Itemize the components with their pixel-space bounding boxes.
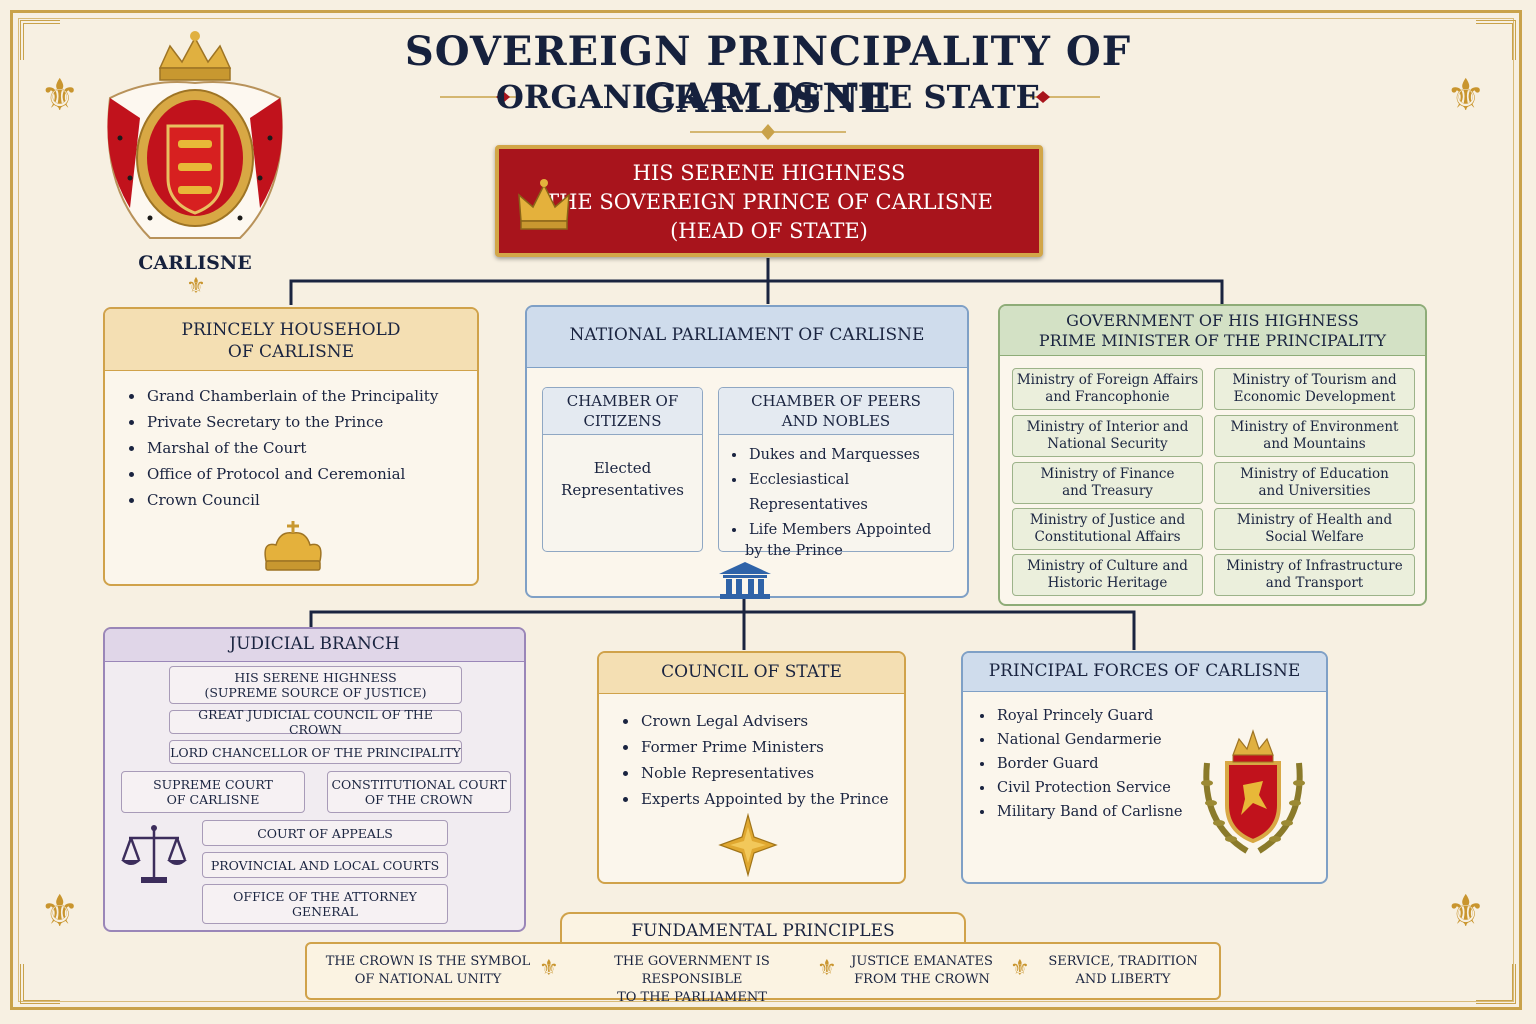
fleur-de-lis-icon: ⚜ [539,956,559,981]
head-of-state-line2: THE SOVEREIGN PRINCE OF CARLISNE [545,190,993,214]
list-item: Life Members Appointed [747,518,953,543]
outer-frame [10,10,1522,1010]
emblem-label: CARLISNE [138,252,252,274]
forces-list: Royal Princely Guard National Gendarmeri… [963,704,1326,824]
coat-of-arms-icon [1197,723,1309,858]
great-judicial-council: GREAT JUDICIAL COUNCIL OF THE CROWN [169,707,462,737]
council-of-state-box: COUNCIL OF STATE Crown Legal Advisers Fo… [597,651,906,884]
list-item: Crown Council [145,487,477,513]
council-header: COUNCIL OF STATE [599,653,904,694]
corner-ornament-br [1476,964,1516,1004]
fleur-de-lis-icon: ⚜ [40,70,80,121]
list-item: Crown Legal Advisers [639,708,904,734]
judicial-hsh: HIS SERENE HIGHNESS(SUPREME SOURCE OF JU… [169,666,462,704]
peers-list: Dukes and Marquesses Ecclesiastical Repr… [719,443,953,543]
corner-ornament-bl [20,964,60,1004]
star-icon [716,813,780,877]
head-of-state-box: HIS SERENE HIGHNESS THE SOVEREIGN PRINCE… [495,145,1043,257]
fleur-de-lis-icon: ⚜ [817,956,837,981]
forces-header: PRINCIPAL FORCES OF CARLISNE [963,653,1326,692]
inner-frame [18,18,1514,1002]
list-item: Ecclesiastical Representatives [747,468,953,518]
corner-ornament-tl [20,20,60,60]
principal-forces-box: PRINCIPAL FORCES OF CARLISNE Royal Princ… [961,651,1328,884]
page-subtitle: ORGANIGRAM OF THE STATE [496,78,1040,116]
lord-chancellor: LORD CHANCELLOR OF THE PRINCIPALITY [169,740,462,764]
council-list: Crown Legal Advisers Former Prime Minist… [599,708,904,812]
fleur-de-lis-icon: ⚜ [1446,70,1486,121]
page-title: SOVEREIGN PRINCIPALITY OF CARLISNE [404,28,1132,122]
provincial-courts: PROVINCIAL AND LOCAL COURTS [202,852,448,878]
fleur-de-lis-icon: ⚜ [40,886,80,937]
fleur-de-lis-icon: ⚜ [186,274,206,299]
judicial-branch-box: JUDICIAL BRANCH HIS SERENE HIGHNESS(SUPR… [103,627,526,932]
list-item: Former Prime Ministers [639,734,904,760]
head-of-state-line1: HIS SERENE HIGHNESS [632,161,906,185]
government-box: GOVERNMENT OF HIS HIGHNESS PRIME MINISTE… [998,304,1427,606]
scales-of-justice-icon [119,824,189,886]
list-item: Private Secretary to the Prince [145,409,477,435]
parliament-building-icon [717,560,773,600]
parliament-box: NATIONAL PARLIAMENT OF CARLISNE CHAMBER … [525,305,969,600]
list-item: National Gendarmerie [995,728,1326,752]
list-item: Border Guard [995,752,1326,776]
court-of-appeals: COURT OF APPEALS [202,820,448,846]
list-item: Office of Protocol and Ceremonial [145,461,477,487]
citizens-body-line2: Representatives [561,481,684,499]
list-item: Civil Protection Service [995,776,1326,800]
coat-of-arms-icon [107,31,283,239]
parliament-header: NATIONAL PARLIAMENT OF CARLISNE [527,307,967,368]
government-header: GOVERNMENT OF HIS HIGHNESS PRIME MINISTE… [1000,306,1425,356]
princely-household-header: PRINCELY HOUSEHOLD OF CARLISNE [105,309,477,371]
judicial-header: JUDICIAL BRANCH [105,629,524,662]
peers-item-continuation: by the Prince [745,543,843,559]
princely-household-box: PRINCELY HOUSEHOLD OF CARLISNE Grand Cha… [103,307,479,586]
list-item: Experts Appointed by the Prince [639,786,904,812]
list-item: Dukes and Marquesses [747,443,953,468]
fleur-de-lis-icon: ⚜ [1446,886,1486,937]
crown-icon [258,519,328,577]
corner-ornament-tr [1476,20,1516,60]
household-list: Grand Chamberlain of the Principality Pr… [105,383,477,513]
coat-of-arms [90,28,300,248]
list-item: Military Band of Carlisne [995,800,1326,824]
list-item: Noble Representatives [639,760,904,786]
head-of-state-line3: (HEAD OF STATE) [670,219,868,243]
list-item: Marshal of the Court [145,435,477,461]
citizens-body-line1: Elected [593,459,652,477]
crown-icon [515,177,573,235]
fleur-de-lis-icon: ⚜ [1010,956,1030,981]
list-item: Grand Chamberlain of the Principality [145,383,477,409]
list-item: Royal Princely Guard [995,704,1326,728]
